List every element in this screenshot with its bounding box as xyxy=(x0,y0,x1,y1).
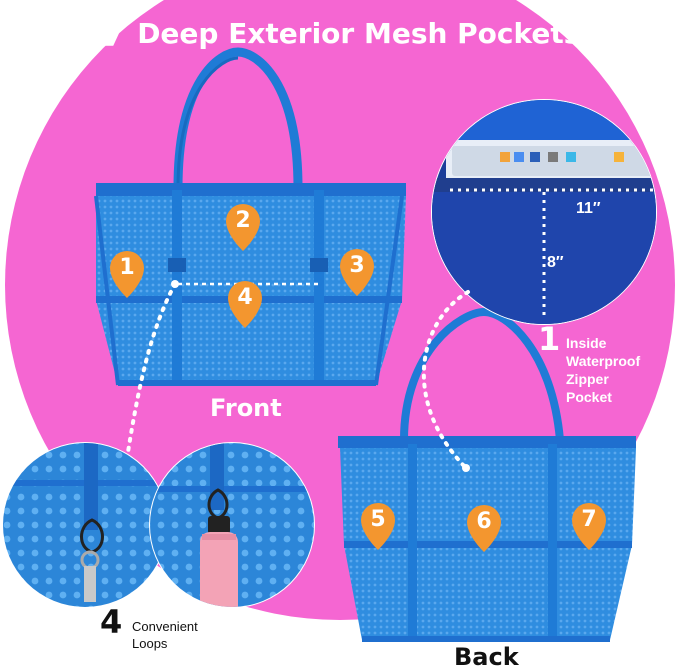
headline-text: Deep Exterior Mesh Pockets xyxy=(137,17,581,50)
headline-number: 7 xyxy=(98,6,130,57)
pocket-pin-6: 6 xyxy=(467,505,501,551)
front-bag xyxy=(94,47,406,386)
pin-shape-4 xyxy=(228,281,262,328)
zipper-width: 11″ xyxy=(576,200,601,217)
pin-shape-5 xyxy=(361,503,395,550)
pocket-number-2: 2 xyxy=(235,208,251,233)
pocket-number-5: 5 xyxy=(370,507,386,532)
zipper-line-1: Inside xyxy=(566,335,607,351)
loops-count: 4 xyxy=(100,603,123,641)
loops-line-1: Convenient xyxy=(132,619,198,634)
pin-shape-2 xyxy=(226,204,260,251)
loops-line-2: Loops xyxy=(132,636,168,651)
pocket-pin-7: 7 xyxy=(572,503,606,549)
loops-description: Convenient Loops xyxy=(132,618,198,652)
zipper-count: 1 xyxy=(538,320,561,358)
pin-shape-1 xyxy=(110,251,144,298)
pocket-number-7: 7 xyxy=(581,507,597,532)
pocket-pin-3: 3 xyxy=(340,249,374,295)
pocket-pins xyxy=(110,204,606,552)
zipper-description: Inside Waterproof Zipper Pocket xyxy=(566,334,640,406)
pin-shape-6 xyxy=(467,505,501,552)
pocket-pin-4: 4 xyxy=(228,281,262,327)
pocket-number-1: 1 xyxy=(119,255,135,280)
pocket-pin-5: 5 xyxy=(361,503,395,549)
pocket-number-3: 3 xyxy=(349,253,365,278)
zipper-pocket-detail xyxy=(431,99,657,325)
zipper-line-4: Pocket xyxy=(566,389,612,405)
pocket-pin-2: 2 xyxy=(226,204,260,250)
connector-line-loops xyxy=(126,282,177,454)
back-label: Back xyxy=(454,643,519,671)
zipper-height: 8″ xyxy=(547,254,564,271)
front-label: Front xyxy=(210,394,282,422)
zipper-line-3: Zipper xyxy=(566,371,609,387)
connector-line-zipper xyxy=(421,290,470,470)
pin-shape-3 xyxy=(340,249,374,296)
loop-detail-left xyxy=(2,442,168,608)
pocket-number-6: 6 xyxy=(476,509,492,534)
zipper-line-2: Waterproof xyxy=(566,353,641,369)
pocket-pin-1: 1 xyxy=(110,251,144,297)
pin-shape-7 xyxy=(572,503,606,550)
pocket-number-4: 4 xyxy=(237,285,253,310)
loop-detail-right xyxy=(149,442,315,608)
